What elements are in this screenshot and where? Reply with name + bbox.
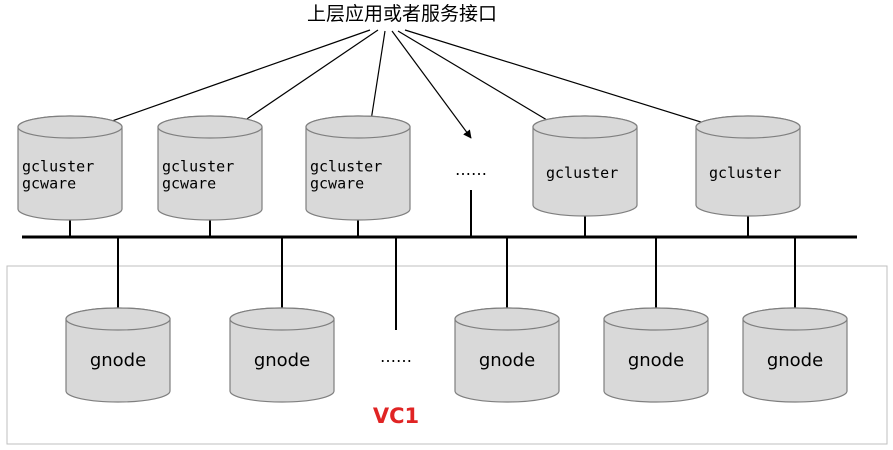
coordinator-label: gcluster [546, 164, 618, 182]
data-node-label: gnode [767, 350, 823, 371]
coordinator-label: gcware [310, 175, 364, 193]
data-node-ellipsis: …… [380, 347, 412, 366]
data-node-cylinder: gnode [65, 307, 171, 403]
request-arrows [94, 29, 721, 139]
data-node-cylinder: gnode [742, 307, 848, 403]
vc-label: VC1 [373, 404, 419, 428]
coordinator-label: gcware [22, 175, 76, 193]
request-arrow [94, 29, 371, 129]
diagram-title: 上层应用或者服务接口 [307, 3, 497, 25]
data-node-connectors [117, 237, 796, 330]
cylinder-top [454, 307, 560, 331]
coordinator-cylinder: gcluster [532, 115, 638, 217]
request-arrow [397, 30, 558, 127]
request-arrow [404, 29, 721, 130]
cylinder-top [532, 115, 638, 139]
coordinator-label: gcware [162, 175, 216, 193]
coordinator-label: gcluster [310, 158, 382, 176]
request-arrow [367, 30, 386, 128]
data-node-label: gnode [90, 350, 146, 371]
data-node-cylinder: gnode [603, 307, 709, 403]
cylinder-top [603, 307, 709, 331]
data-node-cylinder: gnode [229, 307, 335, 403]
request-arrow [234, 29, 379, 128]
coordinator-ellipsis: …… [455, 160, 487, 179]
vc-boundary-box [6, 265, 888, 445]
cylinder-top [65, 307, 171, 331]
cylinder-top [229, 307, 335, 331]
cylinder-top [305, 115, 411, 139]
coordinator-label: gcluster [709, 164, 781, 182]
data-node-label: gnode [628, 350, 684, 371]
request-arrow [391, 30, 472, 139]
data-node-label: gnode [479, 350, 535, 371]
coordinator-nodes: gclustergcwaregclustergcwaregclustergcwa… [17, 115, 801, 221]
cylinder-top [695, 115, 801, 139]
coordinator-cylinder: gcluster [695, 115, 801, 217]
coordinator-label: gcluster [162, 158, 234, 176]
data-node-label: gnode [254, 350, 310, 371]
data-node-cylinder: gnode [454, 307, 560, 403]
cylinder-top [742, 307, 848, 331]
cylinder-top [17, 115, 123, 139]
cylinder-top [157, 115, 263, 139]
coordinator-label: gcluster [22, 158, 94, 176]
data-nodes: gnode gnode gnode gnode gnode [65, 307, 848, 403]
